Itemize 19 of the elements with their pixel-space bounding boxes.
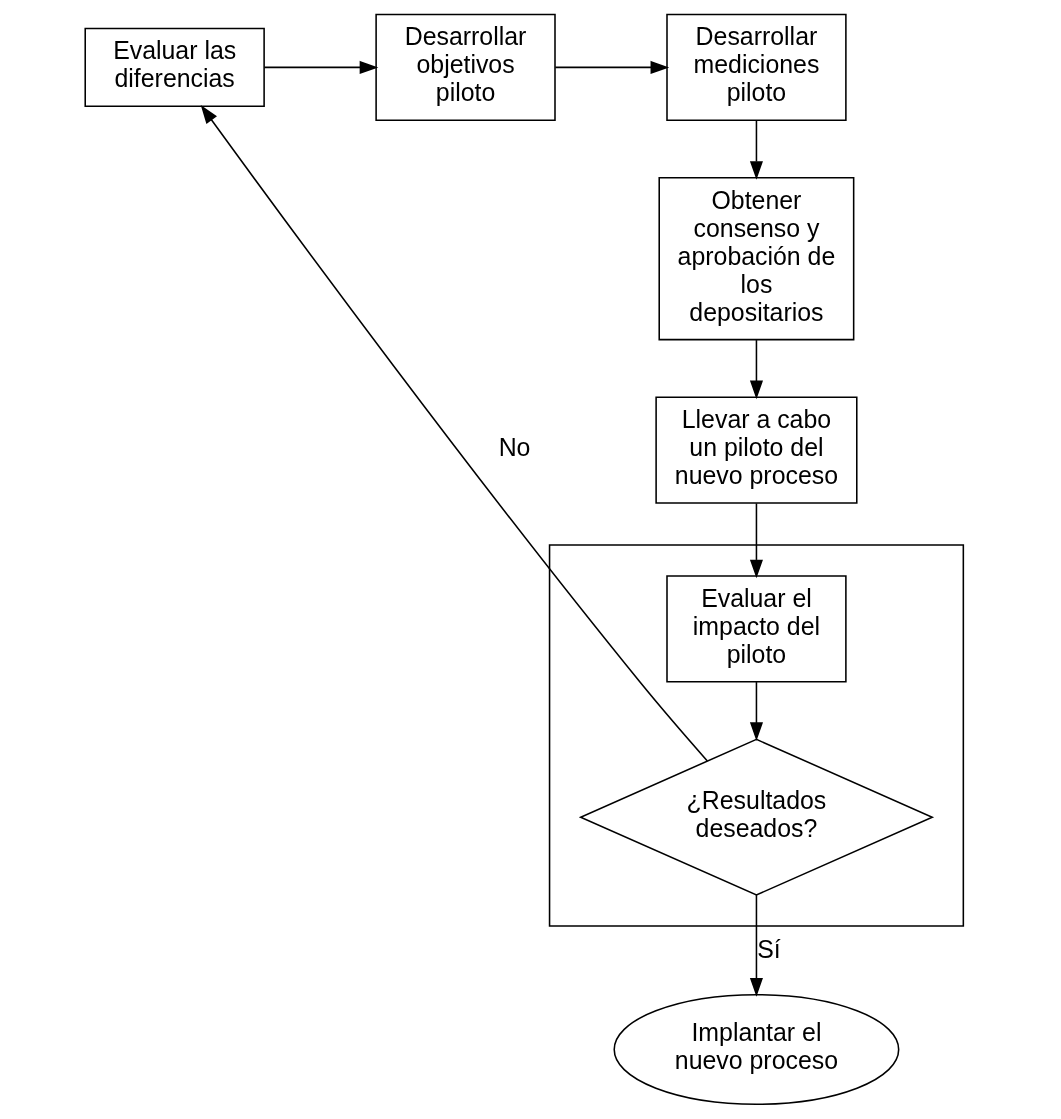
node-box: Evaluar el impacto del piloto (666, 575, 847, 683)
arrow (554, 60, 670, 74)
edge-label: No (498, 432, 531, 461)
arrow (200, 105, 709, 762)
node-box: Desarrollar mediciones piloto (666, 13, 847, 122)
arrow (749, 119, 763, 180)
cluster (548, 544, 965, 927)
arrow (263, 60, 379, 74)
node-box: Llevar a cabo un piloto del nuevo proceso (655, 396, 858, 504)
edge-label: Sí (757, 935, 781, 964)
arrow (749, 894, 763, 997)
arrow (749, 681, 763, 742)
node-diamond: ¿Resultados deseados? (578, 738, 935, 896)
node-box: Obtener consenso y aprobación de los depositarios (658, 177, 855, 341)
node-box: Desarrollar objetivos piloto (375, 13, 556, 122)
arrow (749, 502, 763, 579)
node-ellipse: Implantar el nuevo proceso (613, 993, 900, 1106)
node-box: Evaluar las diferencias (84, 27, 265, 108)
arrow (749, 339, 763, 400)
